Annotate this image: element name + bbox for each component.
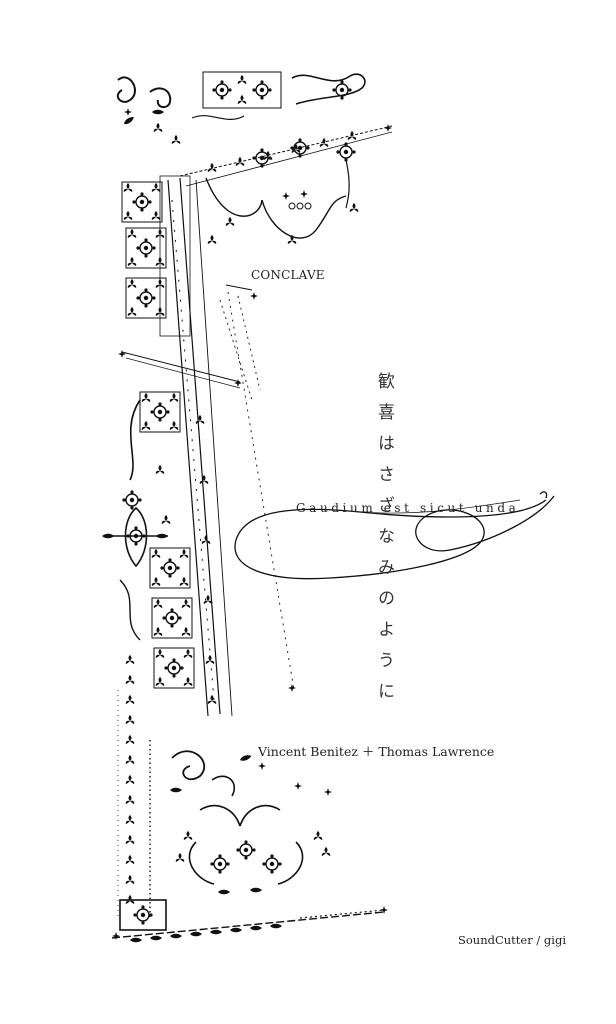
corner-flourish-top-left [116,76,181,144]
credit-text: SoundCutter / gigi [458,933,566,947]
latin-title: Gaudium est sicut unda [296,501,520,515]
vertical-title: 歓喜はさざなみのように [374,372,394,713]
series-label: CONCLAVE [251,268,325,282]
crossing-lines [118,235,296,692]
swirl-flourish [234,491,555,580]
lower-medallion [170,750,332,895]
fleur-chain [117,655,151,920]
ladder-strip [167,177,233,717]
top-lace-panels [191,71,366,121]
bottom-border [111,899,388,943]
left-border [102,399,171,641]
pairing-text: Vincent Benitez ＋ Thomas Lawrence [258,744,495,759]
left-lace-column [122,175,194,688]
garland-chain [179,124,393,244]
